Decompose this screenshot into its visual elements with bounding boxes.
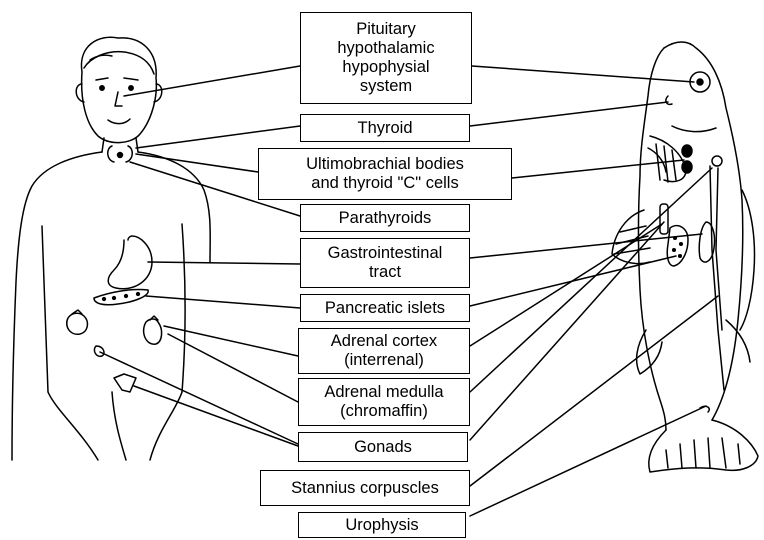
human-kidney-right (144, 319, 162, 344)
human-figure (12, 37, 210, 460)
label-ultimobranchial: Ultimobrachial bodies and thyroid "C" ce… (258, 148, 512, 200)
fish-pancreas (667, 226, 688, 266)
human-hair (84, 52, 154, 74)
human-gonad (94, 346, 104, 356)
label-stannius-corpuscles: Stannius corpuscles (260, 470, 470, 506)
label-adrenal-medulla: Adrenal medulla (chromaffin) (298, 378, 470, 426)
label-urophysis: Urophysis (298, 512, 466, 538)
label-gonads: Gonads (298, 432, 468, 462)
label-gastrointestinal: Gastrointestinal tract (300, 238, 470, 288)
human-kidney-left (67, 313, 88, 334)
label-thyroid: Thyroid (300, 114, 470, 142)
human-body-outline (12, 152, 102, 460)
label-parathyroids: Parathyroids (300, 204, 470, 232)
fish-gonad (660, 204, 668, 234)
label-adrenal-cortex: Adrenal cortex (interrenal) (298, 328, 470, 374)
human-pancreas (94, 289, 148, 304)
fish-ultimobranchial (682, 145, 692, 157)
human-stomach (108, 236, 152, 289)
label-pituitary: Pituitary hypothalamic hypophysial syste… (300, 12, 472, 104)
connector-lines-human (100, 66, 300, 446)
label-pancreatic-islets: Pancreatic islets (300, 294, 470, 322)
human-head (81, 37, 156, 142)
fish-tail (649, 420, 758, 472)
